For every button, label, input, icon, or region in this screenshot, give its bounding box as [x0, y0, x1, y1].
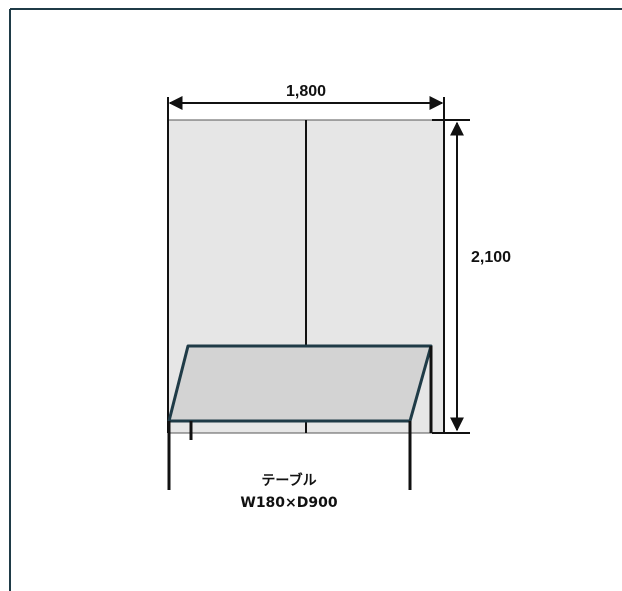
- table-label-name: テーブル: [261, 472, 316, 489]
- width-dimension-label: 1,800: [286, 83, 326, 100]
- height-dimension-label: 2,100: [471, 249, 511, 266]
- table-top: [167, 344, 433, 423]
- table-label-size: W180×D900: [240, 495, 338, 511]
